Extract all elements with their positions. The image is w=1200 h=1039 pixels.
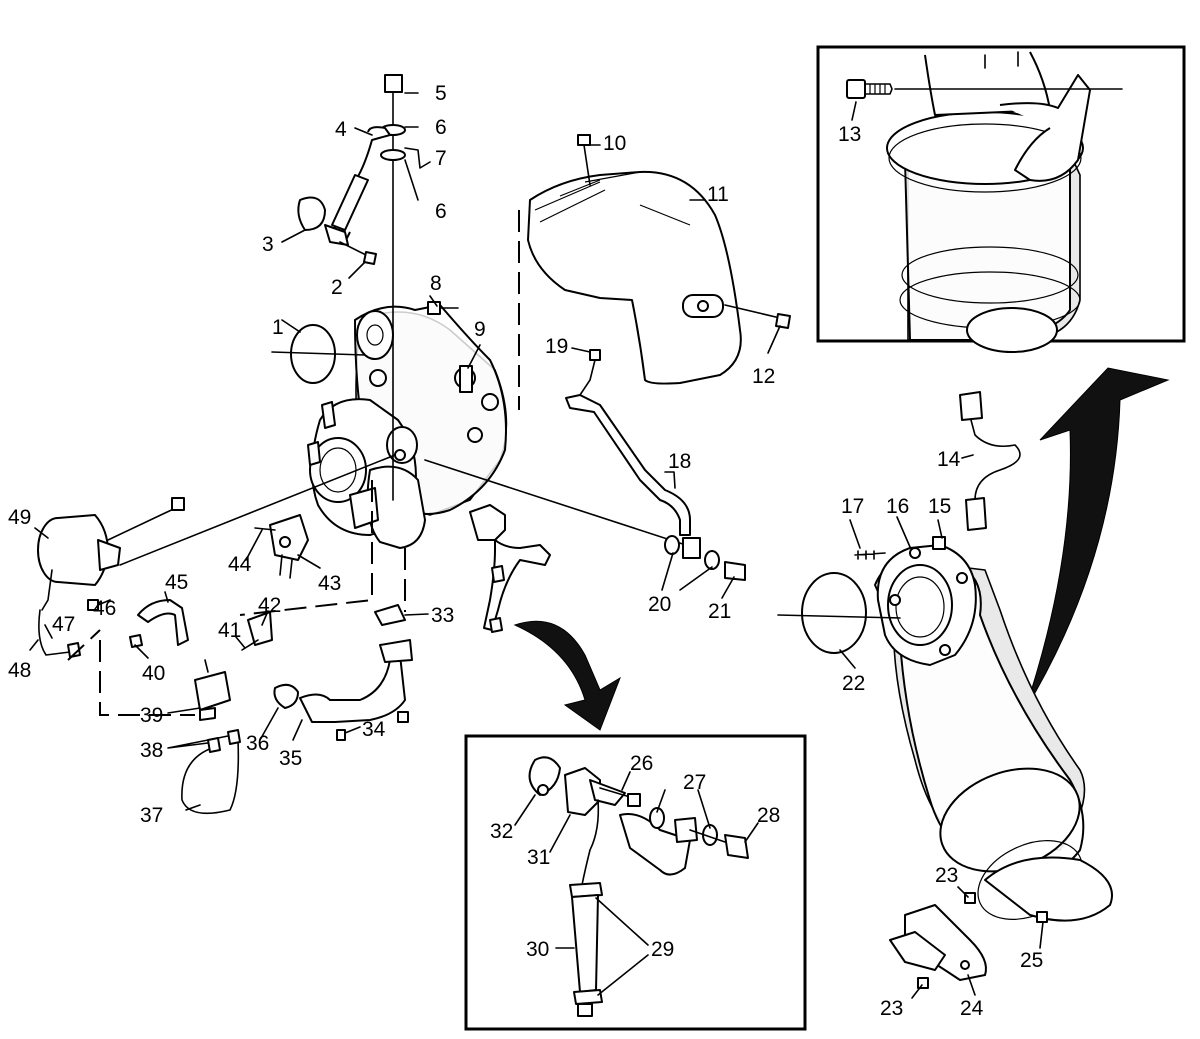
callout-9: 9 <box>474 318 486 341</box>
callout-4: 4 <box>335 118 347 141</box>
converter-detail-drawing <box>846 51 1123 353</box>
callout-20: 20 <box>648 593 671 616</box>
callout-49: 49 <box>8 506 31 529</box>
callout-16: 16 <box>886 495 909 518</box>
callout-44: 44 <box>228 553 252 576</box>
heat-shield <box>527 134 791 385</box>
callout-24: 24 <box>960 997 984 1020</box>
callout-17: 17 <box>841 495 864 518</box>
oil-return-detail-drawing <box>528 756 749 1017</box>
callout-43: 43 <box>318 572 341 595</box>
callout-12: 12 <box>752 365 775 388</box>
callout-13: 13 <box>838 123 861 146</box>
callout-2: 2 <box>331 276 343 299</box>
callout-labels: 1 2 3 4 5 6 7 6 8 9 10 11 12 13 14 15 16… <box>8 82 1043 1020</box>
callout-15: 15 <box>928 495 951 518</box>
detail-arrow-down <box>513 620 621 731</box>
callout-31: 31 <box>527 846 550 869</box>
callout-37: 37 <box>140 804 163 827</box>
callout-21: 21 <box>708 600 731 623</box>
callout-40: 40 <box>142 662 165 685</box>
callout-34: 34 <box>362 718 386 741</box>
callout-47: 47 <box>52 613 75 636</box>
catalytic-converter <box>777 391 1113 989</box>
callout-11: 11 <box>707 183 729 206</box>
callout-6-lower: 6 <box>435 200 447 223</box>
callout-41: 41 <box>218 619 241 642</box>
callout-27: 27 <box>683 771 706 794</box>
callout-42: 42 <box>258 594 281 617</box>
callout-25: 25 <box>1020 949 1043 972</box>
callout-7: 7 <box>435 147 447 170</box>
callout-23-upper: 23 <box>935 864 958 887</box>
callout-35: 35 <box>279 747 302 770</box>
callout-14: 14 <box>937 448 961 471</box>
callout-23-lower: 23 <box>880 997 903 1020</box>
oil-pipe-center <box>424 349 746 633</box>
callout-5: 5 <box>435 82 447 105</box>
callout-38: 38 <box>140 739 163 762</box>
oil-return-and-wastegate <box>37 454 413 815</box>
detail-box-oil-return-pipe <box>464 734 807 1031</box>
callout-3: 3 <box>262 233 274 256</box>
callout-10: 10 <box>603 132 626 155</box>
turbocharger-assembly <box>271 74 508 549</box>
callout-32: 32 <box>490 820 513 843</box>
callout-36: 36 <box>246 732 269 755</box>
callout-33: 33 <box>431 604 454 627</box>
callout-48: 48 <box>8 659 31 682</box>
callout-6-upper: 6 <box>435 116 447 139</box>
callout-28: 28 <box>757 804 780 827</box>
callout-46: 46 <box>93 597 116 620</box>
callout-8: 8 <box>430 272 442 295</box>
callout-30: 30 <box>526 938 549 961</box>
callout-1: 1 <box>272 316 284 339</box>
callout-19: 19 <box>545 335 568 358</box>
callout-29: 29 <box>651 938 674 961</box>
callout-18: 18 <box>668 450 691 473</box>
detail-arrow-up <box>1024 367 1170 711</box>
leader-lines <box>29 92 1044 999</box>
callout-26: 26 <box>630 752 653 775</box>
callout-39: 39 <box>140 704 163 727</box>
callout-45: 45 <box>165 571 188 594</box>
callout-22: 22 <box>842 672 865 695</box>
